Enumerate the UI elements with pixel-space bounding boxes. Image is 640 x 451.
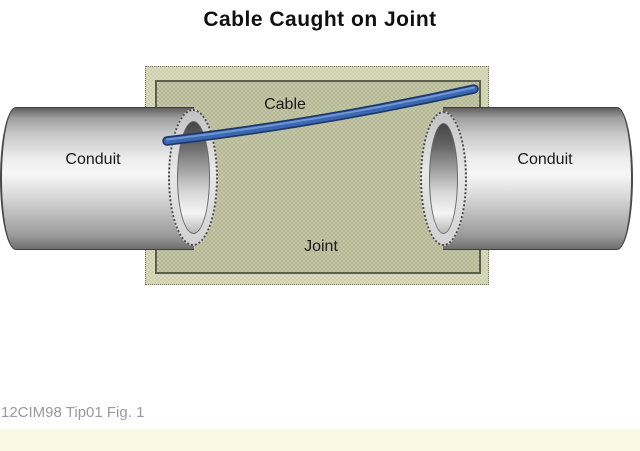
label-conduit-left: Conduit [65,151,121,168]
conduit-right-bore [429,123,458,234]
label-cable: Cable [264,96,306,113]
conduit-right-body [443,107,633,250]
figure-caption: 12CIM98 Tip01 Fig. 1 [1,404,145,421]
footer-strip [0,429,640,451]
conduit-left-body [0,107,194,250]
label-conduit-right: Conduit [517,151,573,168]
label-joint: Joint [304,238,338,255]
diagram-title: Cable Caught on Joint [203,8,437,31]
conduit-left-bore [177,121,210,234]
